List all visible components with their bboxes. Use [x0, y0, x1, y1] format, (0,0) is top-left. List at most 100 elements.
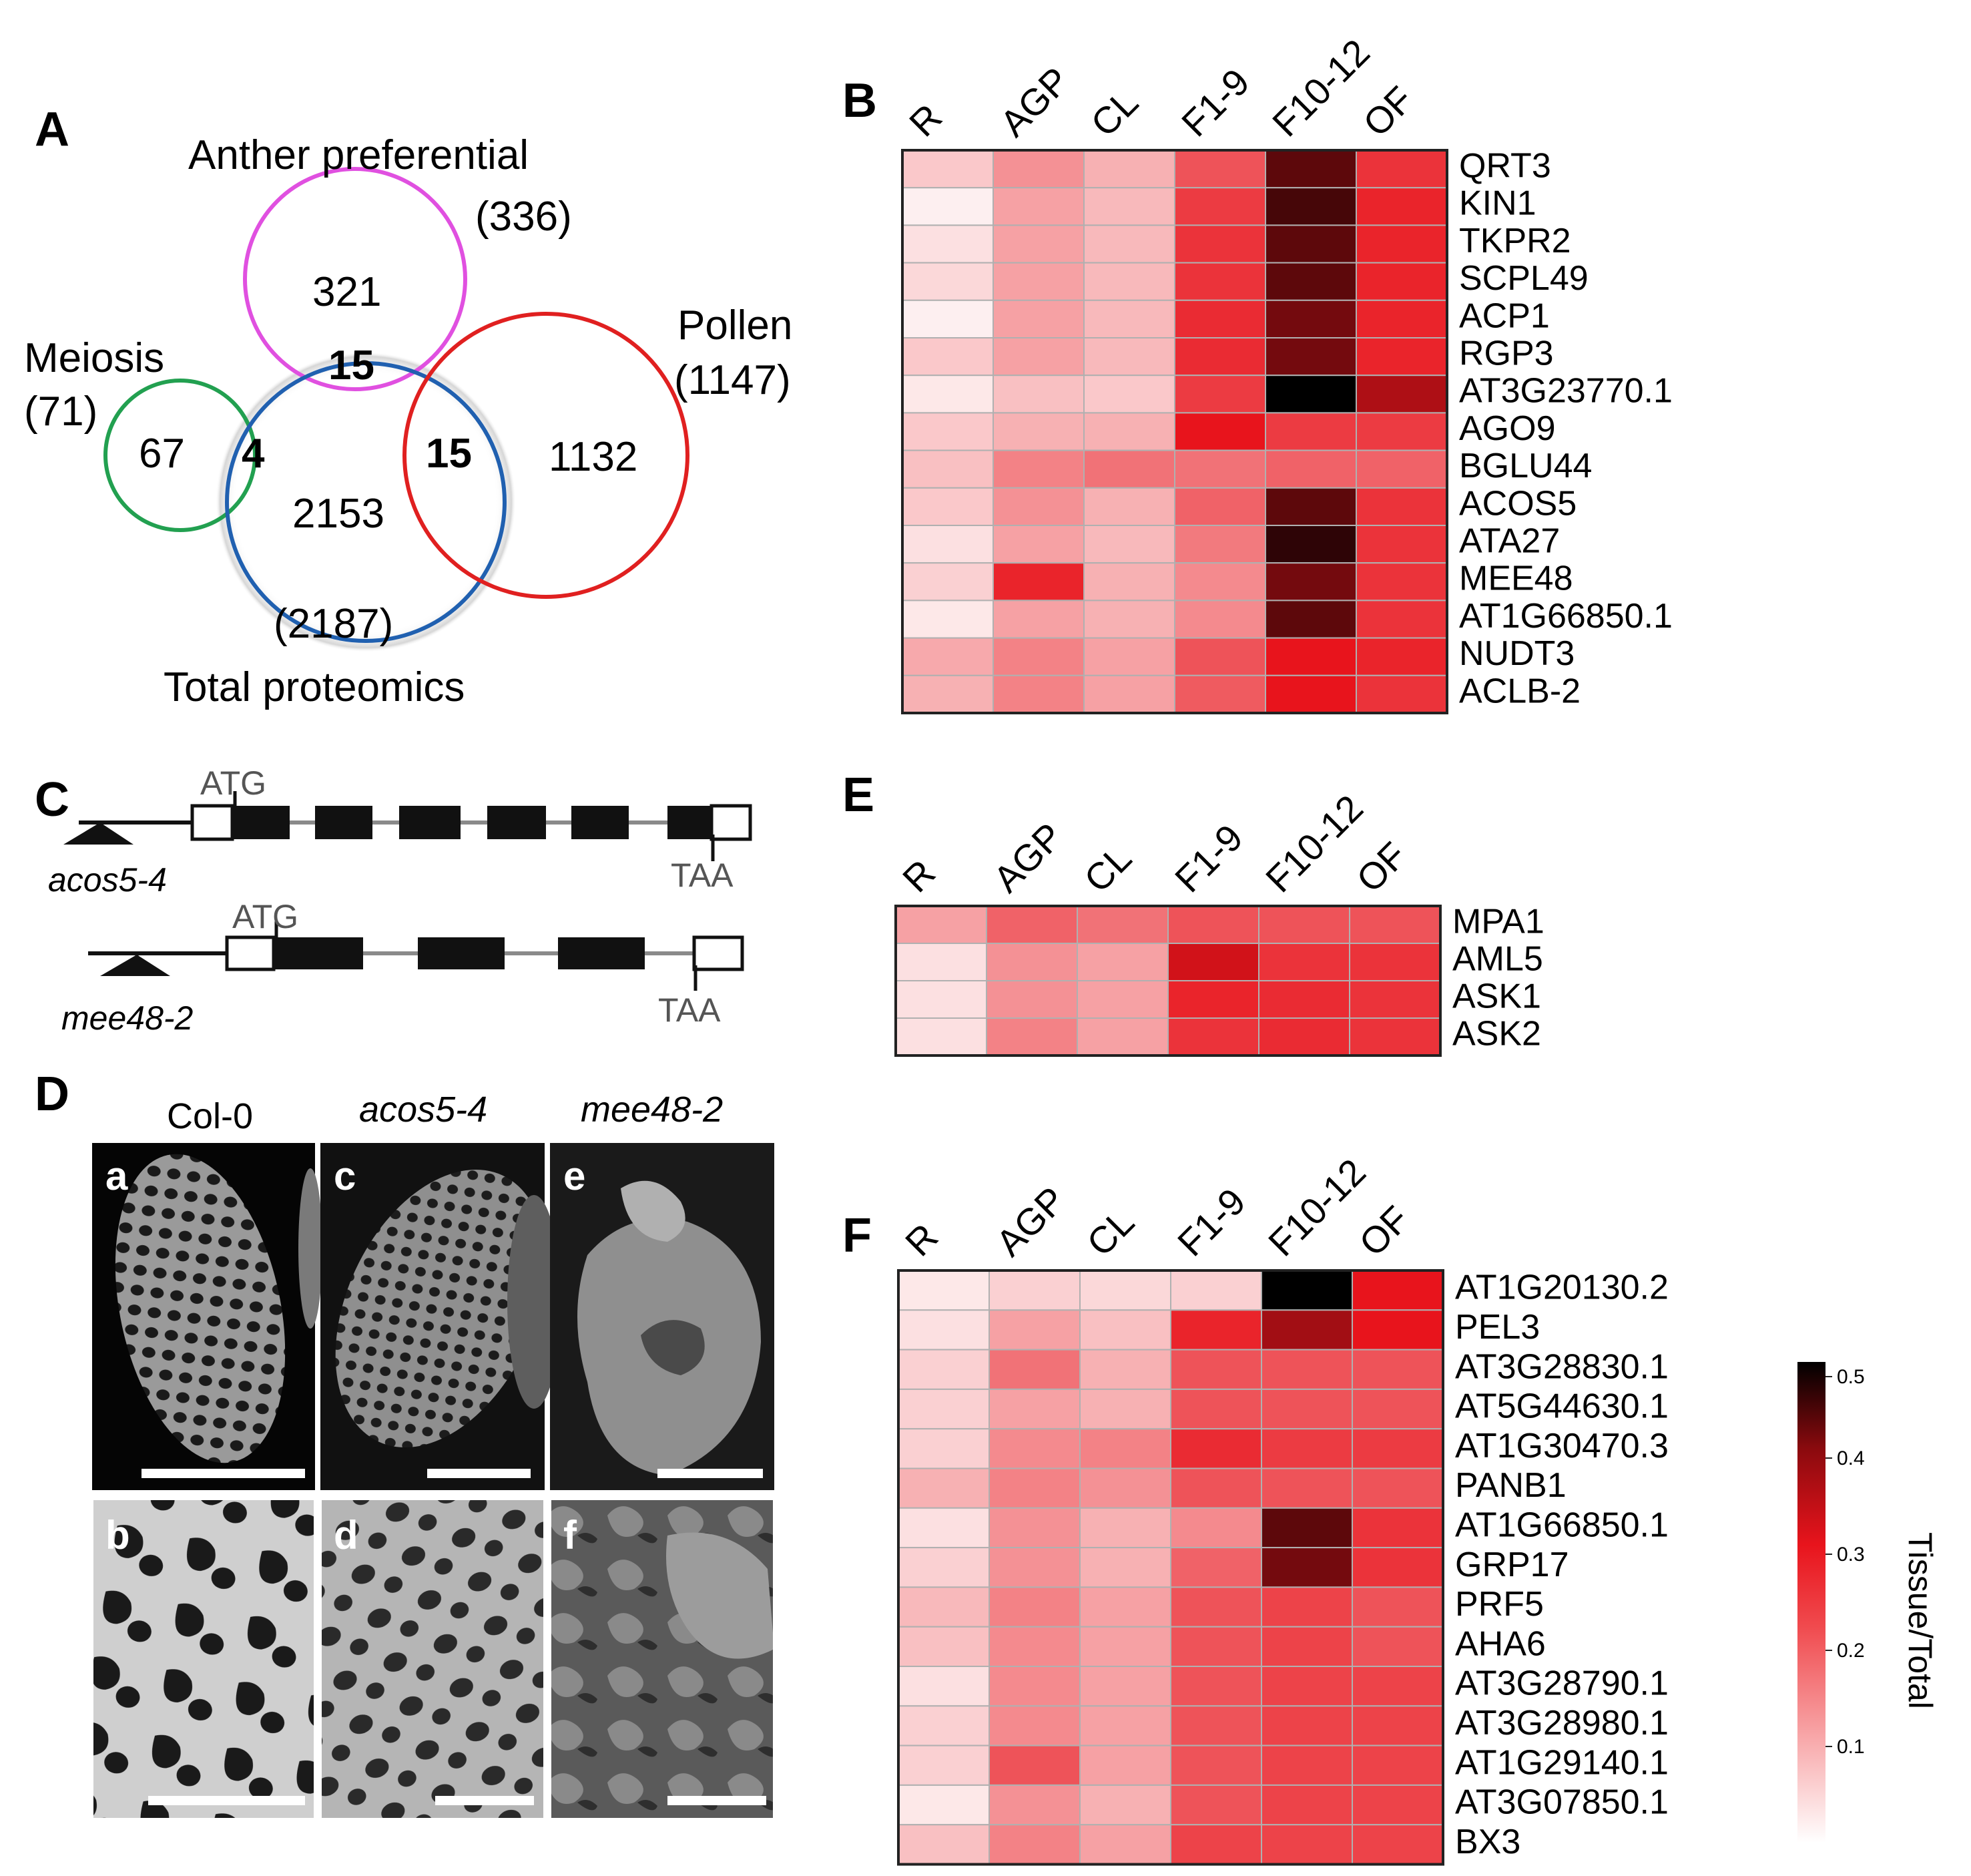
heatmap-cell	[1349, 943, 1441, 981]
gene-model-acos5: ATG TAA acos5-4	[48, 764, 752, 899]
heatmap-cell	[1170, 1705, 1262, 1746]
colorbar: 0.10.20.30.40.5 Tissue/Total	[1797, 1362, 1939, 1843]
heatmap-cell	[989, 1705, 1081, 1746]
heatmap-cell	[1170, 1824, 1262, 1865]
heatmap-cell	[1083, 299, 1175, 338]
taa-label: TAA	[671, 857, 734, 894]
heatmap-cell	[1349, 980, 1441, 1019]
heatmap-cell	[1174, 637, 1266, 676]
heatmap-cell	[1083, 412, 1175, 451]
micrograph-letter-e: e	[563, 1154, 585, 1198]
heatmap-cell	[1265, 562, 1357, 602]
anther-total-overlap-count: 15	[328, 342, 374, 389]
heatmap-row-label: KIN1	[1459, 184, 1536, 223]
heatmap-cell	[1079, 1705, 1171, 1746]
heatmap-cell	[1261, 1744, 1353, 1786]
heatmap-cell	[989, 1428, 1081, 1469]
heatmap-cell	[1083, 487, 1175, 526]
meiosis-unique-count: 67	[139, 431, 185, 477]
heatmap-cell	[1261, 1349, 1353, 1390]
mutant-label-mee48-2: mee48-2	[61, 999, 194, 1037]
pollen-grain-wildtype	[115, 1154, 286, 1463]
heatmap-cell	[1174, 337, 1266, 377]
colorbar-gradient	[1797, 1362, 1825, 1843]
heatmap-column-label: R	[894, 851, 943, 900]
heatmap-cell	[902, 299, 994, 338]
exon-box	[418, 937, 505, 969]
heatmap-cell	[1079, 1388, 1171, 1430]
heatmap-cell	[1356, 525, 1448, 564]
heatmap-cell	[1356, 600, 1448, 639]
heatmap-cell	[1349, 905, 1441, 944]
heatmap-row-label: PRF5	[1455, 1585, 1544, 1624]
heatmap-cell	[1265, 262, 1357, 301]
heatmap-cell	[898, 1467, 990, 1509]
heatmap-cell	[1079, 1428, 1171, 1469]
heatmap-column-label: F1-9	[1167, 816, 1251, 901]
heatmap-row-label: ACP1	[1459, 296, 1550, 335]
heatmap-cell	[989, 1388, 1081, 1430]
heatmap-cell	[1352, 1428, 1444, 1469]
heatmap-column-label: AGP	[988, 1178, 1073, 1264]
heatmap-cell	[1352, 1666, 1444, 1707]
pollen-total: (1147)	[674, 357, 791, 403]
panel-label-e: E	[842, 768, 874, 822]
heatmap-row-label: ACLB-2	[1459, 672, 1581, 710]
heatmap-cell	[989, 1349, 1081, 1390]
heatmap-cell	[1170, 1547, 1262, 1588]
heatmap-cell	[986, 1017, 1078, 1056]
heatmap-cell	[1079, 1666, 1171, 1707]
pollen-circle	[402, 312, 689, 599]
heatmap-column-label: CL	[1083, 81, 1146, 144]
panel-label-a: A	[35, 103, 69, 156]
heatmap-cell	[1265, 187, 1357, 226]
heatmap-cell	[993, 375, 1085, 414]
anther-unique-count: 321	[312, 269, 381, 315]
heatmap-column-label: F10-12	[1257, 786, 1371, 900]
atg-label: ATG	[232, 898, 298, 935]
heatmap-cell	[1174, 449, 1266, 489]
heatmap-frame	[894, 905, 1442, 1057]
heatmap-cell	[1174, 562, 1266, 602]
heatmap-cell	[1261, 1824, 1353, 1865]
micrograph-letter-f: f	[563, 1513, 577, 1558]
heatmap-cell	[1083, 224, 1175, 264]
heatmap-cell	[993, 525, 1085, 564]
heatmap-frame	[897, 1269, 1444, 1866]
heatmap-column-label: AGP	[985, 814, 1071, 900]
heatmap-cell	[1356, 262, 1448, 301]
heatmap-cell	[989, 1507, 1081, 1549]
heatmap-cell	[898, 1270, 990, 1311]
heatmap-cell	[902, 375, 994, 414]
heatmap-cell	[902, 412, 994, 451]
heatmap-row-label: ASK2	[1452, 1014, 1541, 1053]
heatmap-cell	[1083, 562, 1175, 602]
heatmap-cell	[1174, 299, 1266, 338]
heatmap-column-label: OF	[1355, 78, 1422, 145]
heatmap-cell	[902, 224, 994, 264]
utr-3-box	[692, 935, 744, 971]
heatmap-cell	[993, 637, 1085, 676]
heatmap-cell	[1356, 674, 1448, 714]
heatmap-cell	[1077, 980, 1169, 1019]
colorbar-tick-label: 0.3	[1837, 1544, 1865, 1566]
heatmap-cell	[895, 943, 987, 981]
heatmap-cell	[993, 337, 1085, 377]
heatmap-cell	[1261, 1270, 1353, 1311]
heatmap-cell	[1170, 1388, 1262, 1430]
heatmap-cell	[1170, 1467, 1262, 1509]
heatmap-row-label: RGP3	[1459, 334, 1554, 373]
heatmap-cell	[1265, 449, 1357, 489]
micrograph-letter-c: c	[334, 1154, 356, 1198]
heatmap-cell	[902, 562, 994, 602]
pollen-label: Pollen	[677, 302, 792, 348]
heatmap-column-label: AGP	[992, 59, 1077, 144]
heatmap-row-label: AT1G29140.1	[1455, 1743, 1669, 1782]
heatmap-cell	[1265, 299, 1357, 338]
heatmap-cell	[898, 1507, 990, 1549]
heatmap-column-label: OF	[1351, 1198, 1418, 1264]
heatmap-row-label: AT1G20130.2	[1455, 1268, 1669, 1307]
